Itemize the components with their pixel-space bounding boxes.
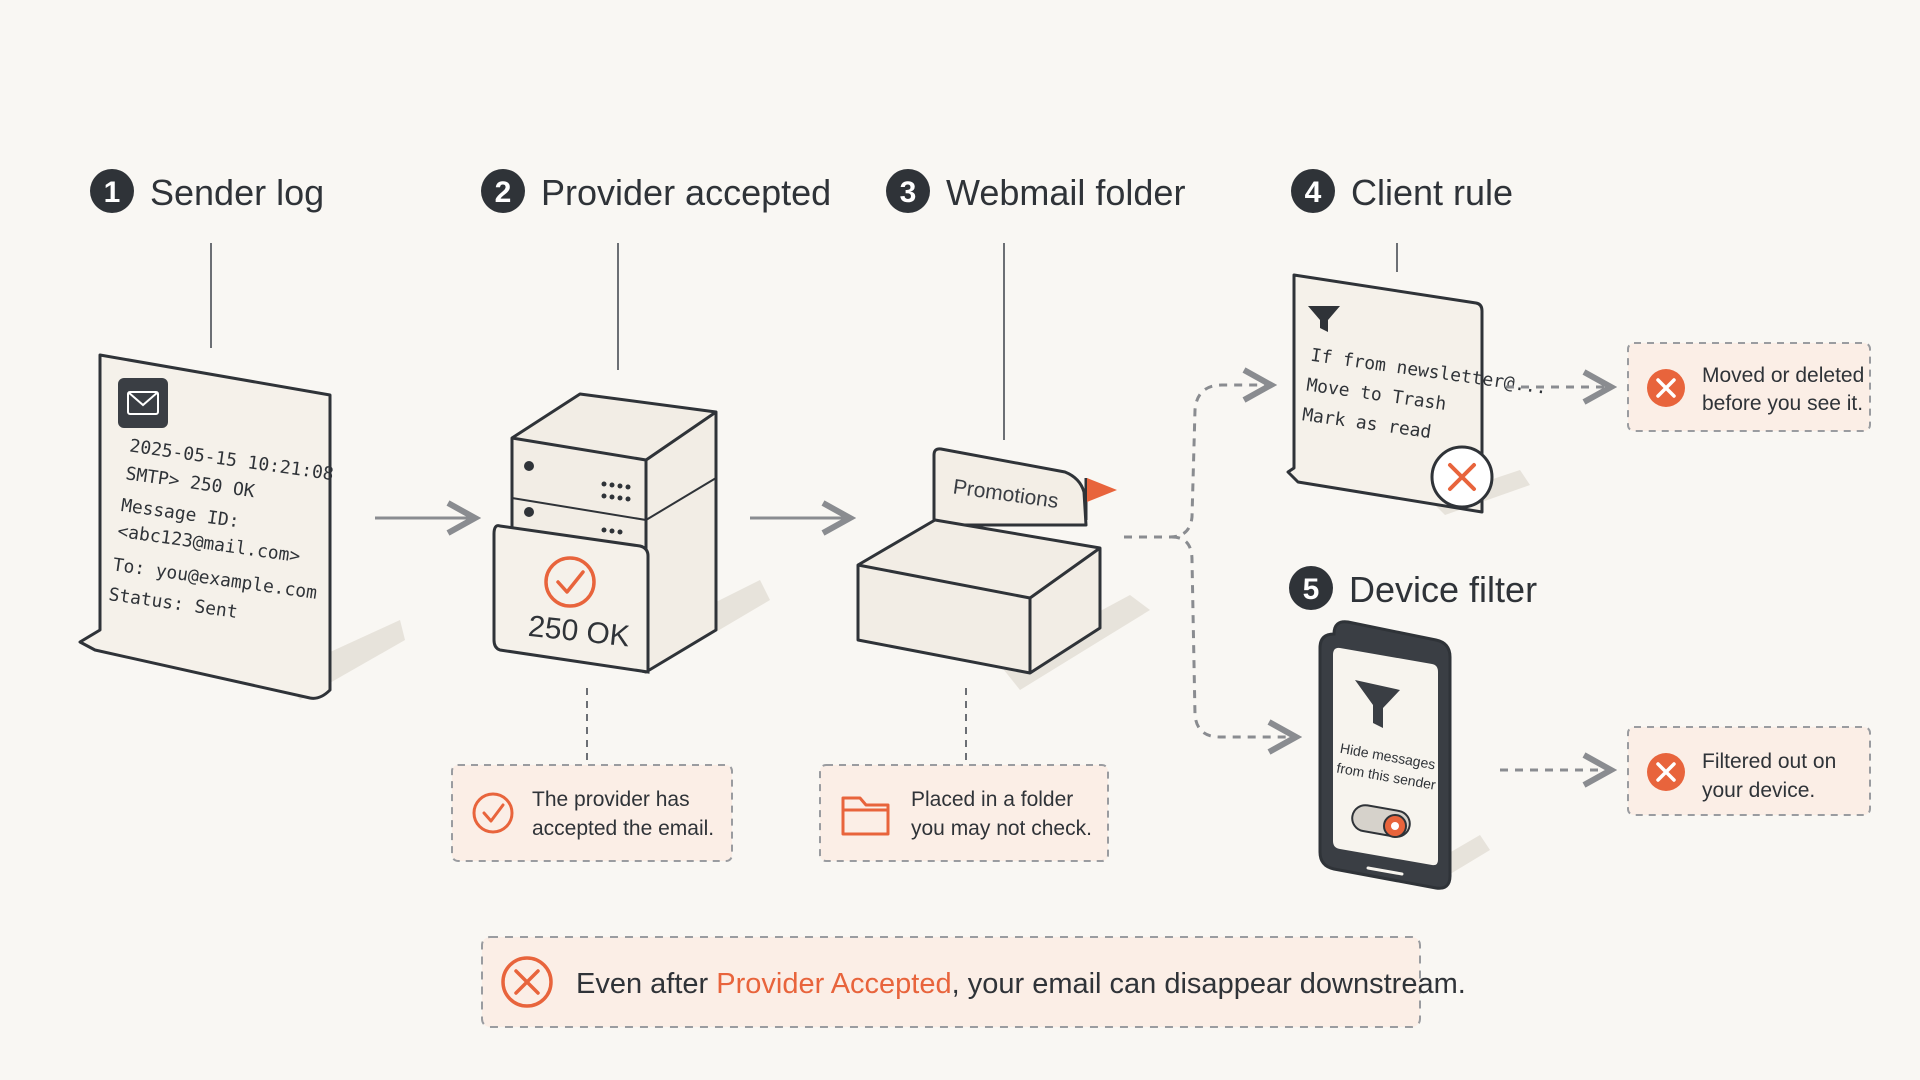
provider-note-line-2: accepted the email. xyxy=(532,817,714,840)
check-circle-icon xyxy=(544,556,596,608)
client-rule-result: Moved or deleted before you see it. xyxy=(1627,342,1871,432)
step-3-number: 3 xyxy=(900,176,917,209)
footer-message: Even after Provider Accepted, your email… xyxy=(576,968,1466,1000)
check-circle-icon xyxy=(472,792,514,834)
client-rule-card: If from newsletter@... Move to Trash Mar… xyxy=(1286,273,1548,515)
webmail-note-line-2: you may not check. xyxy=(911,817,1092,840)
server-icon: 250 OK xyxy=(492,392,770,674)
step-2-title: Provider accepted xyxy=(541,172,831,213)
footer-banner: Even after Provider Accepted, your email… xyxy=(481,936,1466,1028)
step-1-title: Sender log xyxy=(150,172,324,213)
heading-connectors xyxy=(210,243,1398,440)
step-5-title: Device filter xyxy=(1349,569,1537,610)
step-5-heading: 5 Device filter xyxy=(1289,566,1537,610)
step-4-title: Client rule xyxy=(1351,172,1513,213)
device-filter-result: Filtered out on your device. xyxy=(1627,726,1871,816)
inbox-tray-icon: Promotions xyxy=(856,447,1150,690)
envelope-icon xyxy=(118,378,168,428)
footer-part-1: Even after xyxy=(576,968,716,1000)
filter-icon xyxy=(1308,306,1340,332)
close-icon xyxy=(1430,445,1494,509)
client-rule-result-line-2: before you see it. xyxy=(1702,392,1863,415)
step-2-heading: 2 Provider accepted xyxy=(481,169,831,213)
step-3-heading: 3 Webmail folder xyxy=(886,169,1185,213)
step-4-number: 4 xyxy=(1305,176,1322,209)
step-3-title: Webmail folder xyxy=(946,172,1185,213)
step-4-heading: 4 Client rule xyxy=(1291,169,1513,213)
folder-icon xyxy=(841,796,890,836)
webmail-note-line-1: Placed in a folder xyxy=(911,788,1073,811)
footer-part-2: , your email can disappear downstream. xyxy=(952,968,1466,1000)
step-2-number: 2 xyxy=(495,176,512,209)
device-result-line-2: your device. xyxy=(1702,779,1815,802)
toggle-switch xyxy=(1351,804,1411,838)
step-1-number: 1 xyxy=(104,176,121,209)
device-result-line-1: Filtered out on xyxy=(1702,750,1836,773)
branch-connector xyxy=(1124,385,1293,737)
filter-icon xyxy=(1355,680,1400,728)
sender-log-card: 2025-05-15 10:21:08 SMTP> 250 OK Message… xyxy=(78,353,405,700)
webmail-note: Placed in a folder you may not check. xyxy=(819,764,1109,862)
error-circle-icon xyxy=(501,956,553,1008)
footer-highlight: Provider Accepted xyxy=(716,968,951,1000)
step-1-heading: 1 Sender log xyxy=(90,169,324,213)
provider-note: The provider has accepted the email. xyxy=(451,764,733,862)
provider-note-line-1: The provider has xyxy=(532,788,690,811)
client-rule-result-line-1: Moved or deleted xyxy=(1702,364,1864,387)
step-5-number: 5 xyxy=(1303,573,1320,606)
phone-icon: Hide messages from this sender xyxy=(1318,620,1490,890)
